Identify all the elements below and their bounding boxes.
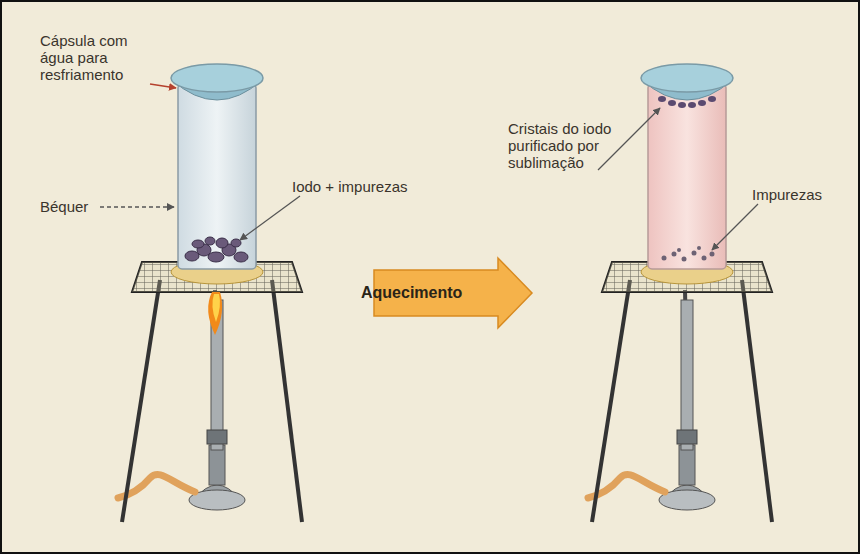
arrow-shape: Aquecimento: [372, 256, 534, 330]
callout-label: Cristais do iodo purificado por sublimaç…: [508, 120, 638, 171]
callout-label: Iodo + impurezas: [292, 178, 407, 195]
callout-label: Impurezas: [752, 186, 822, 203]
callout-label: Cápsula com água para resfriamento: [40, 32, 152, 83]
arrow-label: Aquecimento: [361, 284, 462, 302]
callout-label: Béquer: [40, 198, 88, 215]
